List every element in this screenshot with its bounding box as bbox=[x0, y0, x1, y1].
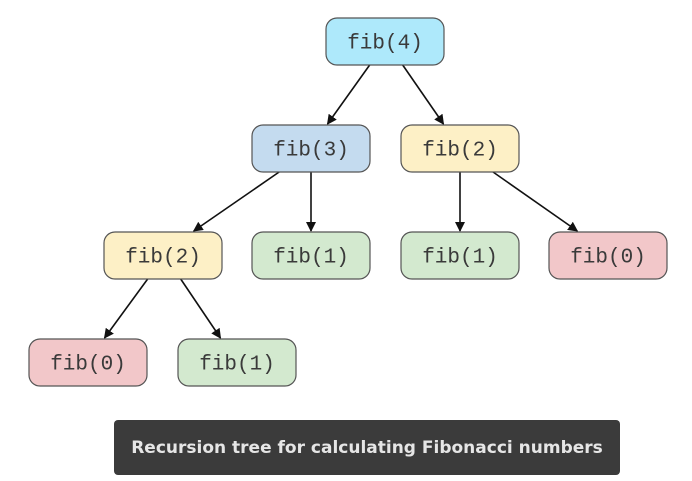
node-box bbox=[325, 17, 445, 66]
node-label: fib(4) bbox=[347, 33, 423, 56]
tree-node-n1c: fib(1) bbox=[177, 338, 297, 387]
node-label: fib(2) bbox=[422, 140, 498, 163]
node-label: fib(1) bbox=[273, 247, 349, 270]
node-label: fib(0) bbox=[50, 354, 126, 377]
node-box bbox=[103, 231, 223, 280]
node-box bbox=[28, 338, 148, 387]
node-box bbox=[548, 231, 668, 280]
node-box bbox=[400, 124, 520, 173]
node-box bbox=[400, 231, 520, 280]
tree-node-n1b: fib(1) bbox=[400, 231, 520, 280]
edge-n4-to-n3 bbox=[326, 64, 371, 125]
node-label: fib(2) bbox=[125, 247, 201, 270]
node-label: fib(1) bbox=[199, 354, 275, 377]
node-box bbox=[251, 231, 371, 280]
recursion-tree-diagram: fib(4) fib(3) fib(2) fib(1) fib(2) fib(1) fib(… bbox=[28, 17, 668, 387]
node-label: fib(0) bbox=[570, 247, 646, 270]
tree-node-n2b: fib(2) bbox=[103, 231, 223, 280]
node-label: fib(1) bbox=[422, 247, 498, 270]
tree-node-n3: fib(3) bbox=[251, 124, 371, 173]
figure-caption: Recursion tree for calculating Fibonacci… bbox=[114, 420, 620, 475]
edge-n4-to-n2a bbox=[402, 64, 445, 125]
node-label: fib(3) bbox=[273, 140, 349, 163]
edge-n2a-to-n0a bbox=[492, 171, 579, 232]
tree-node-n1a: fib(1) bbox=[251, 231, 371, 280]
node-box bbox=[251, 124, 371, 173]
node-box bbox=[177, 338, 297, 387]
tree-node-n2a: fib(2) bbox=[400, 124, 520, 173]
tree-node-n4: fib(4) bbox=[325, 17, 445, 66]
tree-node-n0b: fib(0) bbox=[28, 338, 148, 387]
edge-n3-to-n2b bbox=[192, 171, 280, 232]
edge-n2b-to-n1c bbox=[180, 278, 222, 339]
tree-node-n0a: fib(0) bbox=[548, 231, 668, 280]
edge-n2b-to-n0b bbox=[103, 278, 149, 339]
